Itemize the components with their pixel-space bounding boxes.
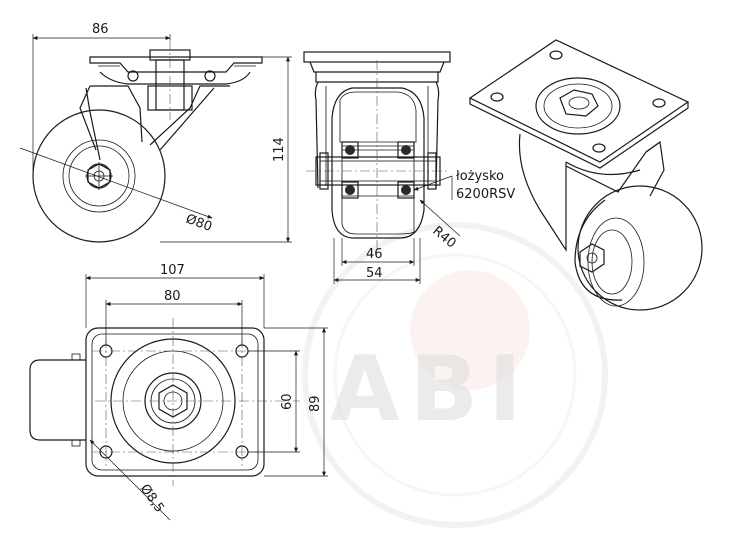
dim-height: 114 [272,137,287,162]
dim-hub-width: 54 [366,266,383,281]
dim-hole-spacing-x: 80 [164,289,181,304]
bearing-label-line1: łożysko [456,169,504,184]
front-section-view [303,51,461,284]
side-view [19,34,292,243]
watermark [302,222,608,528]
bearing-label-line2: 6200RSV [456,187,515,202]
dim-plate-depth: 89 [308,395,323,412]
isometric-view [468,39,703,311]
dim-hole-spacing-y: 60 [280,393,295,410]
dim-wheel-diameter: Ø80 [184,212,214,235]
dim-tread-width: 46 [366,247,383,262]
dim-plate-offset: 86 [92,22,109,37]
watermark-text: ABI [330,337,532,442]
top-view [29,274,328,521]
dim-plate-width: 107 [160,263,185,278]
dim-hole-diameter: Ø8,5 [137,482,167,516]
